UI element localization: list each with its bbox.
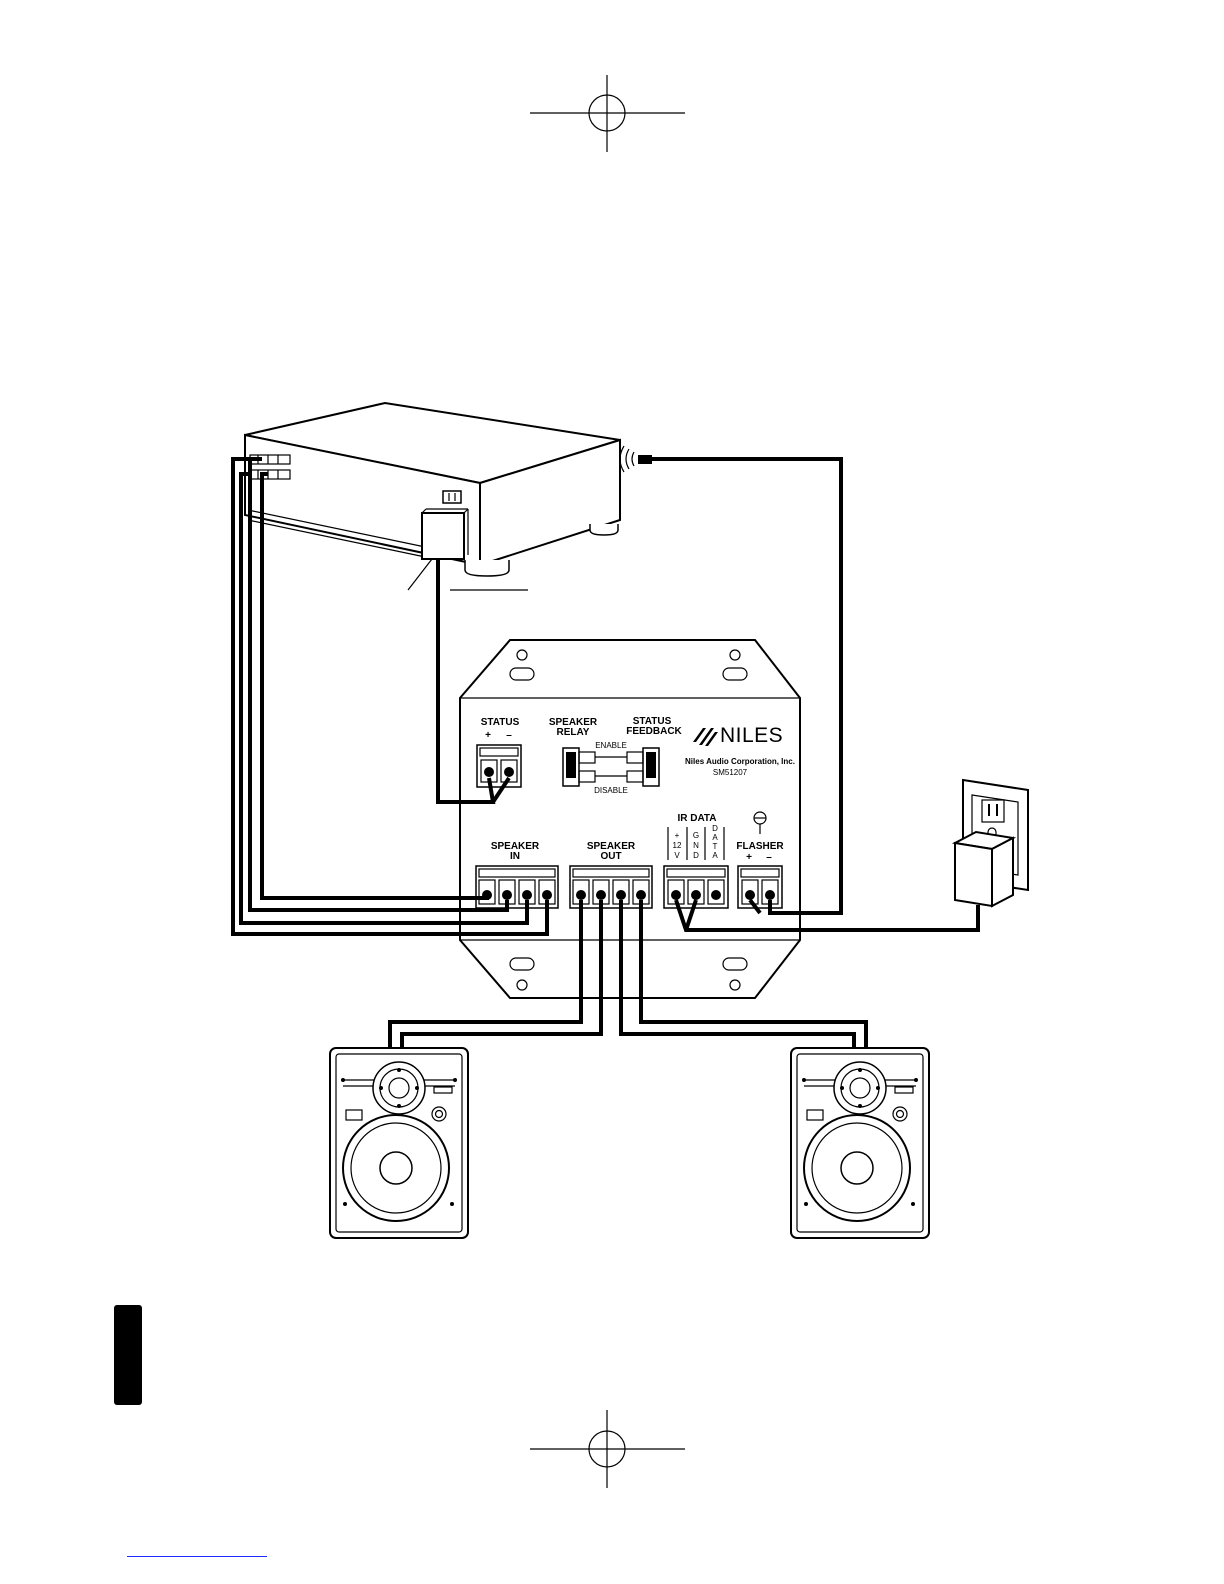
- flasher-minus-label: –: [766, 852, 772, 863]
- flasher-terminal: [738, 866, 782, 908]
- ir-data-line2: A: [712, 833, 718, 842]
- ir-data-line3: T: [713, 842, 718, 851]
- status-terminal: [477, 745, 521, 787]
- speaker-in-label-line2: IN: [510, 851, 520, 862]
- ir-12v-line1: +: [675, 831, 680, 840]
- brand-name: NILES: [720, 724, 783, 747]
- ir-data-line4: A: [712, 851, 718, 860]
- ir-data-line1: D: [712, 824, 718, 833]
- registration-mark-top-icon: [530, 75, 685, 152]
- enable-label: ENABLE: [595, 741, 627, 750]
- disable-label: DISABLE: [594, 786, 628, 795]
- speaker-left-icon: [330, 1048, 468, 1238]
- power-adapter-icon: [955, 832, 1013, 906]
- flasher-plus-label: +: [746, 852, 752, 863]
- ir-gnd-line3: D: [693, 851, 699, 860]
- status-label: STATUS: [481, 717, 520, 728]
- status-feedback-label-line2: FEEDBACK: [626, 726, 682, 737]
- registration-mark-bottom-icon: [530, 1410, 685, 1488]
- status-minus-label: –: [506, 730, 512, 741]
- status-plus-label: +: [485, 730, 491, 741]
- speaker-out-label-line2: OUT: [600, 851, 621, 862]
- ir-emitter-icon: [620, 446, 652, 472]
- ir-12v-line2: 12: [673, 841, 682, 850]
- speaker-right-icon: [791, 1048, 929, 1238]
- ir-gnd-line2: N: [693, 841, 699, 850]
- ir-data-label: IR DATA: [677, 813, 716, 824]
- model-number: SM51207: [713, 768, 748, 777]
- ir-gnd-line1: G: [693, 831, 699, 840]
- flasher-label: FLASHER: [736, 841, 784, 852]
- ir-12v-line3: V: [674, 851, 680, 860]
- company-name: Niles Audio Corporation, Inc.: [685, 757, 795, 766]
- speaker-selector-module: [460, 640, 800, 998]
- speaker-relay-label-line2: RELAY: [557, 727, 590, 738]
